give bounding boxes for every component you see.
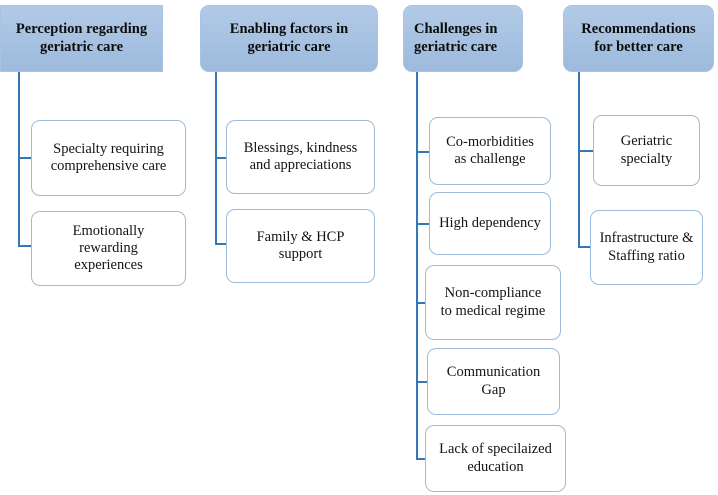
child-box-challenges-3[interactable]: Non-compliance to medical regime (425, 265, 561, 340)
child-label-challenges-3: Non-compliance to medical regime (440, 285, 546, 319)
child-label-challenges-2: High dependency (439, 214, 541, 231)
connector-trunk-perception (18, 72, 20, 246)
connector-stub-challenges-3 (416, 302, 429, 304)
connector-stub-enabling-1 (215, 157, 227, 159)
connector-trunk-recommendations (578, 72, 580, 247)
connector-stub-recommendations-1 (578, 150, 594, 152)
connector-trunk-challenges (416, 72, 418, 459)
header-label-recommendations: Recommendations for better care (581, 21, 696, 55)
child-box-challenges-5[interactable]: Lack of specilaized education (425, 425, 566, 492)
child-box-enabling-2[interactable]: Family & HCP support (226, 209, 375, 283)
header-label-perception: Perception regarding geriatric care (15, 21, 148, 55)
header-label-challenges: Challenges in geriatric care (414, 21, 498, 55)
connector-stub-enabling-2 (215, 243, 227, 245)
child-label-enabling-2: Family & HCP support (256, 228, 345, 262)
child-label-challenges-5: Lack of specilaized education (439, 441, 552, 475)
connector-stub-perception-2 (18, 245, 32, 247)
connector-stub-challenges-5 (416, 458, 429, 460)
child-box-recommendations-2[interactable]: Infrastructure & Staffing ratio (590, 210, 703, 285)
child-box-perception-2[interactable]: Emotionally rewarding experiences (31, 211, 186, 286)
header-box-enabling-factors[interactable]: Enabling factors in geriatric care (200, 5, 378, 72)
connector-stub-perception-1 (18, 157, 32, 159)
child-box-perception-1[interactable]: Specialty requiring comprehensive care (31, 120, 186, 196)
child-label-recommendations-2: Infrastructure & Staffing ratio (599, 230, 694, 264)
connector-stub-recommendations-2 (578, 246, 594, 248)
header-label-enabling-factors: Enabling factors in geriatric care (229, 21, 349, 55)
child-label-perception-1: Specialty requiring comprehensive care (50, 140, 167, 174)
child-box-challenges-1[interactable]: Co-morbidities as challenge (429, 117, 551, 185)
child-box-recommendations-1[interactable]: Geriatric specialty (593, 115, 700, 186)
child-box-challenges-2[interactable]: High dependency (429, 192, 551, 255)
child-box-challenges-4[interactable]: Communication Gap (427, 348, 560, 415)
child-label-challenges-4: Communication Gap (446, 364, 541, 398)
child-label-challenges-1: Co-morbidities as challenge (446, 133, 534, 167)
header-box-perception[interactable]: Perception regarding geriatric care (0, 5, 163, 72)
child-label-recommendations-1: Geriatric specialty (620, 133, 673, 167)
connector-stub-challenges-1 (416, 151, 429, 153)
header-box-recommendations[interactable]: Recommendations for better care (563, 5, 714, 72)
connector-stub-challenges-4 (416, 381, 429, 383)
child-box-enabling-1[interactable]: Blessings, kindness and appreciations (226, 120, 375, 194)
child-label-perception-2: Emotionally rewarding experiences (72, 222, 145, 274)
connector-stub-challenges-2 (416, 223, 429, 225)
header-box-challenges[interactable]: Challenges in geriatric care (403, 5, 523, 72)
child-label-enabling-1: Blessings, kindness and appreciations (243, 139, 358, 173)
